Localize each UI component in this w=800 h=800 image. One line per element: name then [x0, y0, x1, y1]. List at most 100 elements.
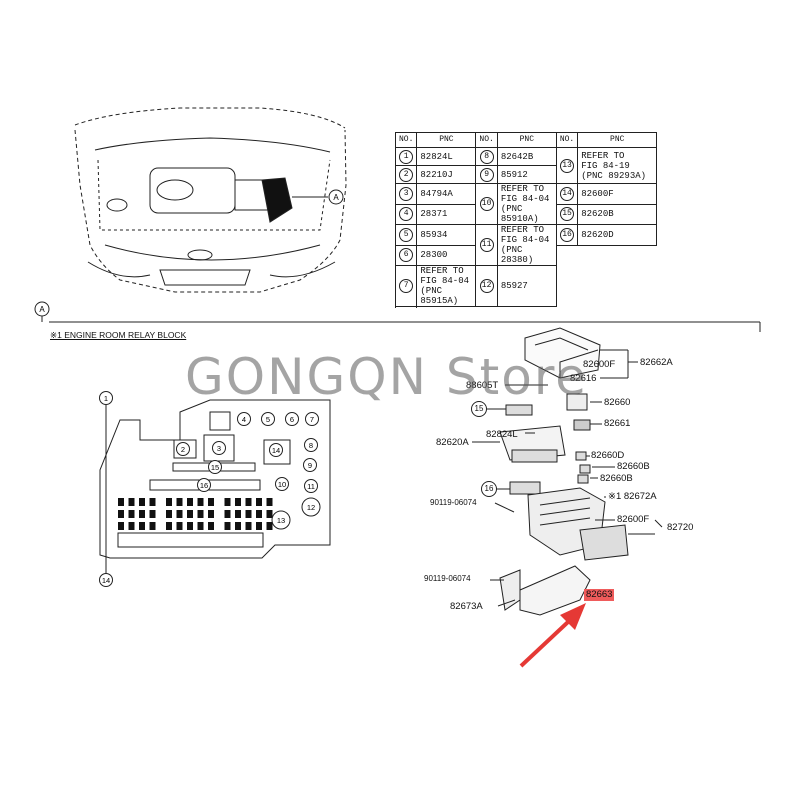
section-a-label: A — [39, 305, 45, 314]
fuse-rows — [118, 498, 273, 530]
relay-callout-number: 6 — [290, 415, 294, 424]
fuse-slot — [235, 498, 241, 506]
pnc-value: 82210J — [416, 165, 477, 184]
relay-block-outline — [99, 399, 331, 559]
pnc-index: 12 — [479, 279, 494, 293]
fuse-slot — [256, 522, 262, 530]
label-82662A: 82662A — [640, 357, 673, 368]
fuse-slot — [166, 510, 172, 518]
leader-line — [494, 502, 515, 513]
header-no: NO. — [555, 132, 579, 148]
fuse-slot — [187, 522, 193, 530]
fuse-slot — [128, 498, 135, 506]
relay-callout-16 — [197, 478, 211, 492]
fuse-slot — [245, 522, 252, 530]
fuse-slot — [208, 522, 214, 530]
relay-callout-number: 16 — [200, 481, 208, 490]
fuse-slot — [224, 498, 231, 506]
relay-callout-number: 9 — [308, 461, 312, 470]
relay-callout-number: 14 — [272, 446, 280, 455]
pnc-value: 85912 — [496, 165, 557, 184]
relay-callout-7 — [305, 412, 319, 426]
pnc-value: 84794A — [416, 183, 477, 205]
header-pnc: PNC — [496, 132, 557, 148]
pnc-value: 82824L — [416, 147, 477, 166]
pnc-index: 5 — [399, 227, 414, 242]
fuse-slot — [166, 498, 172, 506]
fuse-slot — [128, 510, 135, 518]
relay-callout-number: 14 — [102, 576, 110, 585]
pnc-index: 3 — [399, 186, 414, 201]
pnc-index: 14 — [560, 186, 575, 201]
pnc-value: 82600F — [577, 183, 658, 205]
pnc-index: 16 — [560, 227, 575, 242]
fuse-slot — [266, 510, 273, 518]
relay-callout-4 — [237, 412, 251, 426]
fuse-slot — [224, 510, 231, 518]
relay-callout-number: 15 — [211, 463, 219, 472]
label-88605T: 88605T — [466, 380, 499, 391]
fuse-slot — [118, 498, 124, 506]
callout-a-circle — [328, 189, 344, 205]
label-90119-06074-1: 90119-06074 — [430, 498, 477, 507]
header-no: NO. — [475, 132, 498, 148]
fuse-slot — [187, 510, 193, 518]
callout-15: 15 — [471, 401, 487, 417]
label-82600F-top: 82600F — [583, 359, 616, 370]
header-no: NO. — [394, 132, 418, 148]
fuse-slot — [208, 510, 214, 518]
label-82616: 82616 — [570, 373, 597, 384]
fuse-slot — [166, 522, 172, 530]
pnc-value: 28300 — [416, 244, 477, 266]
relay-callout-number: 2 — [181, 445, 185, 454]
relay-callout-number: 4 — [242, 415, 246, 424]
label-82600F-bottom: 82600F — [617, 514, 650, 525]
fuse-slot — [176, 522, 183, 530]
relay-callout-number: 3 — [217, 444, 221, 453]
label-82660B-1: 82660B — [617, 461, 650, 472]
fuse-slot — [224, 522, 231, 530]
fuse-slot — [245, 510, 252, 518]
pnc-index: 9 — [479, 167, 494, 182]
fuse-slot — [235, 522, 241, 530]
pnc-index: 13 — [560, 158, 575, 173]
pnc-index: 10 — [479, 197, 494, 211]
relay-callout-5 — [261, 412, 275, 426]
highlight-82663 — [584, 589, 614, 601]
relay-callout-number: 7 — [310, 415, 314, 424]
pnc-index: 1 — [399, 149, 414, 164]
label-82720: 82720 — [667, 522, 694, 533]
label-82672A: ※1 82672A — [608, 491, 657, 502]
pnc-index: 2 — [399, 167, 414, 182]
exploded-parts — [499, 327, 629, 616]
relay-callout-9 — [303, 458, 317, 472]
relay-callout-2 — [176, 442, 190, 456]
fuse-slot — [149, 522, 156, 530]
label-82673A: 82673A — [450, 601, 483, 612]
relay-callout-1 — [99, 391, 113, 405]
pnc-index: 8 — [479, 149, 494, 164]
pnc-index: 6 — [399, 248, 414, 263]
label-90119-06074-2: 90119-06074 — [424, 574, 471, 583]
pnc-value: 85934 — [416, 224, 477, 246]
fuse-slot — [118, 522, 124, 530]
pnc-index: 4 — [399, 207, 414, 222]
fuse-slot — [149, 498, 156, 506]
pnc-index: 7 — [399, 279, 414, 293]
fuse-slot — [176, 510, 183, 518]
red-arrow-icon — [519, 603, 586, 668]
fuse-slot — [176, 498, 183, 506]
relay-callout-8 — [304, 438, 318, 452]
relay-callout-number: 13 — [277, 516, 285, 525]
fuse-slot — [256, 510, 262, 518]
fuse-slot — [118, 510, 124, 518]
fuse-slot — [197, 522, 204, 530]
relay-callout-number: 8 — [309, 441, 313, 450]
pnc-value: 85927 — [496, 265, 557, 307]
leader-line — [654, 519, 663, 528]
fuse-slot — [235, 510, 241, 518]
